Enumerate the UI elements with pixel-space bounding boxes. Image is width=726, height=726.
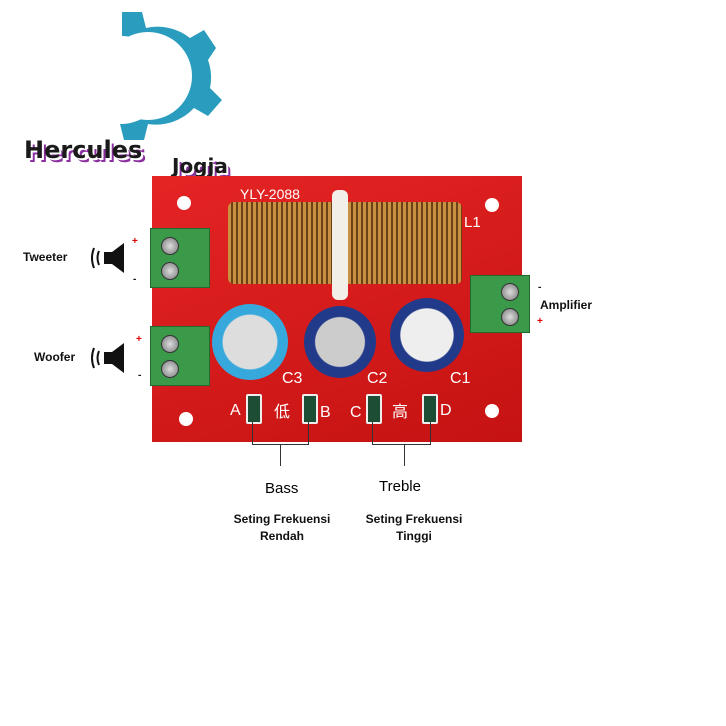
amplifier-plus: + (537, 316, 543, 327)
amplifier-terminal[interactable] (470, 275, 530, 333)
tweeter-label: Tweeter (23, 250, 68, 264)
capacitor-c3 (212, 304, 288, 380)
amplifier-label: Amplifier (540, 298, 593, 312)
logo-brand: Hercules (24, 136, 143, 164)
speaker-icon (91, 343, 124, 373)
mount-hole (179, 412, 193, 426)
treble-label: Treble (379, 478, 421, 495)
crossover-board: YLY-2088 L1 C3 C2 C1 A 低 B C 高 D (152, 176, 522, 442)
jumper-d[interactable] (422, 394, 438, 424)
jumper-a[interactable] (246, 394, 262, 424)
inductor-label: L1 (464, 214, 481, 231)
mount-hole (485, 198, 499, 212)
low-label: 低 (274, 404, 291, 421)
capacitor-c2 (304, 306, 376, 378)
c1-label: C1 (450, 370, 471, 387)
c2-label: C2 (367, 370, 388, 387)
mount-hole (485, 404, 499, 418)
jumper-b[interactable] (302, 394, 318, 424)
treble-desc-line1: Seting Frekuensi (365, 512, 463, 526)
bass-desc-line2: Rendah (259, 529, 304, 543)
model-label: YLY-2088 (240, 186, 300, 202)
jumper-c-label: C (350, 404, 362, 421)
high-label: 高 (392, 404, 409, 421)
speaker-icon (91, 243, 124, 273)
c3-label: C3 (282, 370, 303, 387)
tweeter-terminal[interactable] (150, 228, 210, 288)
woofer-terminal[interactable] (150, 326, 210, 386)
tweeter-minus: - (133, 274, 137, 285)
tweeter-plus: + (132, 236, 138, 247)
jumper-c[interactable] (366, 394, 382, 424)
gear-icon (104, 12, 222, 140)
bass-label: Bass (265, 480, 299, 497)
woofer-minus: - (138, 370, 142, 381)
jumper-b-label: B (320, 404, 331, 421)
woofer-plus: + (136, 334, 142, 345)
cable-tie (332, 190, 348, 300)
bass-desc-line1: Seting Frekuensi (233, 512, 331, 526)
woofer-label: Woofer (34, 350, 76, 364)
jumper-d-label: D (440, 402, 452, 419)
mount-hole (177, 196, 191, 210)
capacitor-c1 (390, 298, 464, 372)
logo: Hercules Jogja (20, 8, 260, 178)
jumper-a-label: A (230, 402, 241, 419)
treble-desc-line2: Tinggi (396, 529, 432, 543)
amplifier-minus: - (538, 282, 542, 293)
logo-sub: Jogja (172, 154, 228, 178)
